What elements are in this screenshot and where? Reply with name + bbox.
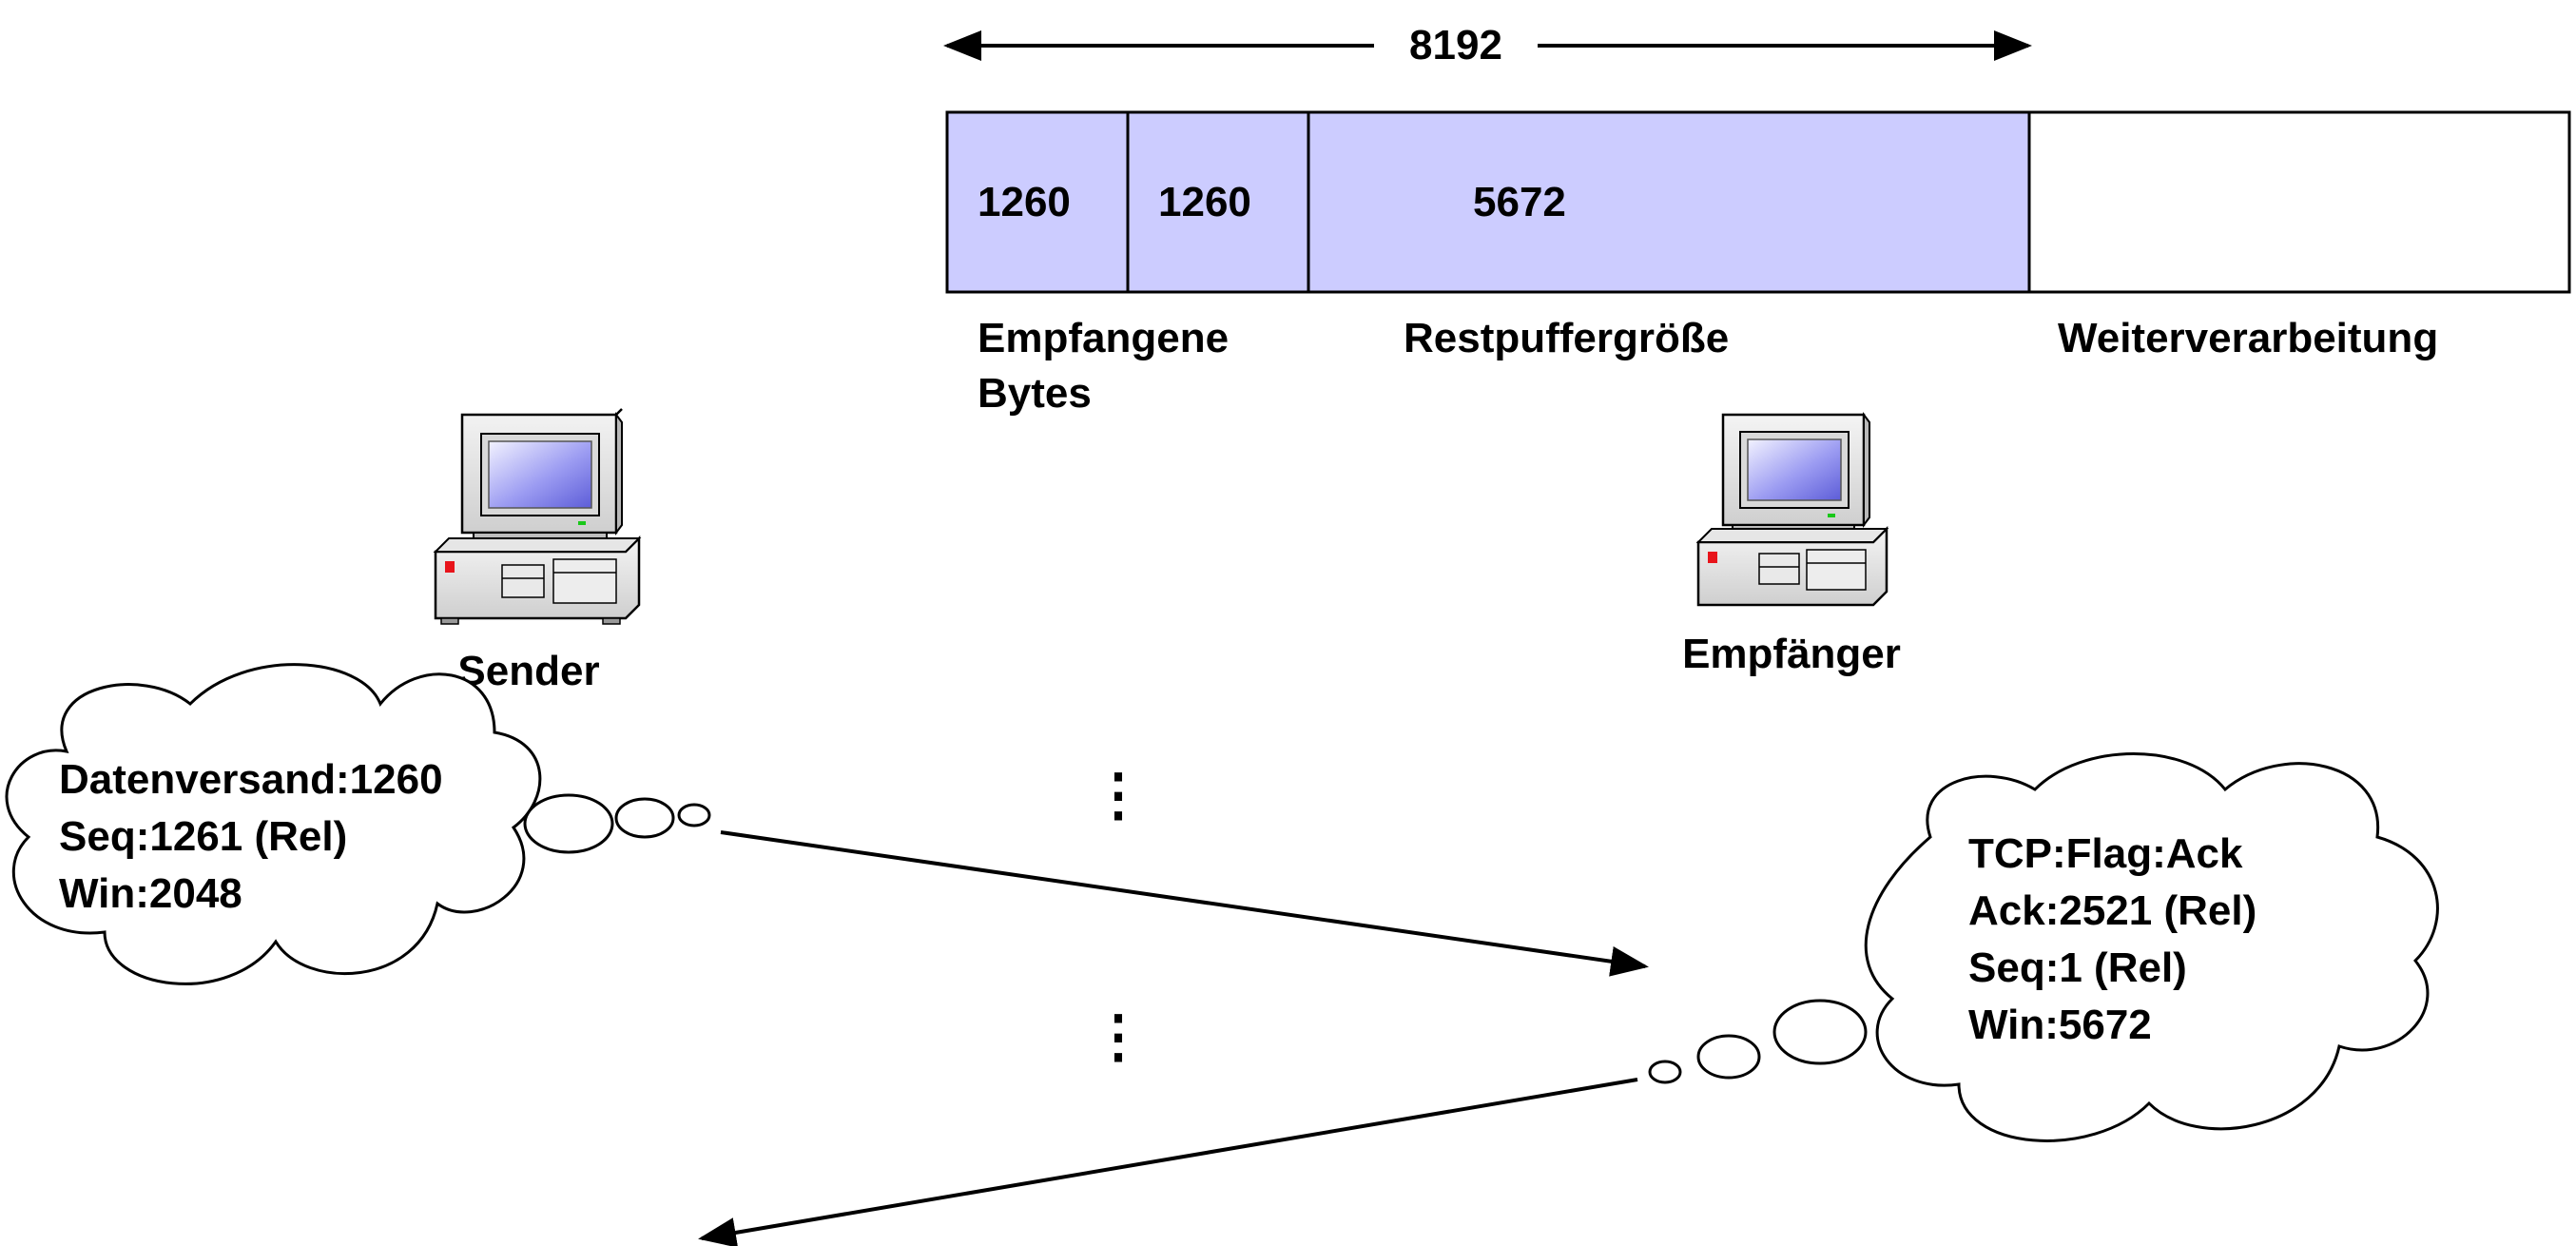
buffer-segment-received-1-label: 1260 [978, 179, 1071, 225]
receiver-label: Empfänger [1682, 631, 1901, 677]
sender-bubble-line-3: Win:2048 [59, 870, 242, 917]
receiver-bubble-line-4: Win:5672 [1968, 1002, 2152, 1048]
sender-thought-bubble: Datenversand:1260 Seq:1261 (Rel) Win:204… [5, 663, 711, 985]
sender-label: Sender [457, 648, 599, 694]
buffer-segment-remaining [1307, 110, 2031, 294]
buffer-segment-received-2 [1126, 110, 1310, 294]
caption-received-line-2: Bytes [978, 370, 1092, 417]
receiver-bubble-line-3: Seq:1 (Rel) [1968, 944, 2187, 991]
buffer-size-indicator: 8192 [943, 22, 2032, 68]
buffer-segment-received-1 [945, 110, 1130, 294]
sender-computer-icon [433, 408, 642, 625]
receiver-bubble-line-1: TCP:Flag:Ack [1968, 830, 2243, 877]
data-segment-arrow [720, 830, 1649, 977]
buffer-captions: Empfangene Bytes Restpuffergröße Weiterv… [978, 315, 2438, 417]
sender-bubble-line-2: Seq:1261 (Rel) [59, 813, 347, 860]
buffer-segment-remaining-label: 5672 [1473, 179, 1566, 225]
sender-bubble-line-1: Datenversand:1260 [59, 756, 443, 803]
receiver-computer-icon [1695, 412, 1889, 607]
caption-remaining: Restpuffergröße [1404, 315, 1729, 361]
receive-buffer: 1260 1260 5672 [945, 110, 2571, 294]
buffer-segment-received-2-label: 1260 [1158, 179, 1251, 225]
continuation-mark-1: ⋮ [1090, 763, 1147, 827]
buffer-size-label: 8192 [1409, 22, 1502, 68]
receiver-bubble-line-2: Ack:2521 (Rel) [1968, 887, 2256, 934]
ack-segment-arrow [698, 1078, 1638, 1246]
receiver-thought-bubble: TCP:Flag:Ack Ack:2521 (Rel) Seq:1 (Rel) … [1648, 752, 2439, 1142]
buffer-segment-processing [2027, 110, 2571, 294]
caption-processing: Weiterverarbeitung [2058, 315, 2438, 361]
continuation-mark-2: ⋮ [1090, 1004, 1147, 1068]
caption-received-line-1: Empfangene [978, 315, 1229, 361]
